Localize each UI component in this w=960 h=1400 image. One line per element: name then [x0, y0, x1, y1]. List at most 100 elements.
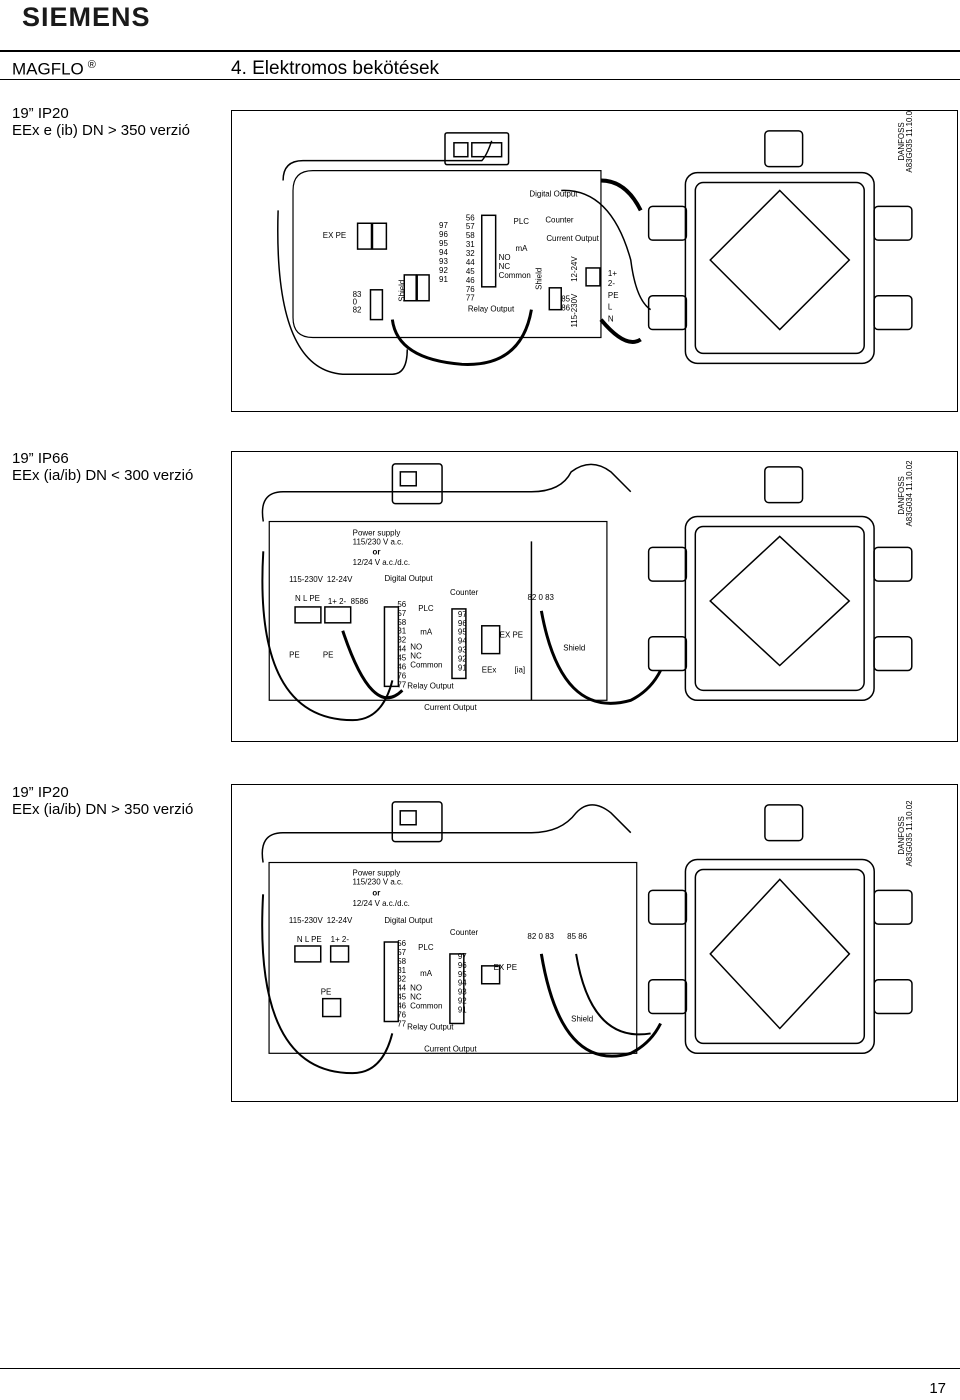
terminal-94: 94: [458, 979, 467, 988]
section-3-label: 19” IP20 EEx (ia/ib) DN > 350 verzió: [12, 784, 193, 818]
terminal-97: 97: [439, 221, 448, 230]
wiring-diagram-3-svg: DANFOSS A83G035 11.10.02 Power supply 11…: [261, 800, 914, 1075]
power-terminal-pe: PE: [608, 291, 619, 300]
terminal-1-2-label: 1+ 2-: [328, 597, 347, 606]
voltage-12-label: 12-24V: [327, 916, 353, 925]
common-label: Common: [499, 271, 531, 280]
terminal-85-86-label: 85 86: [567, 932, 587, 941]
terminal-56: 56: [397, 600, 406, 609]
power-supply-label: Power supply: [353, 528, 401, 537]
section-2-title: 19” IP66: [12, 450, 69, 467]
plc-label: PLC: [514, 217, 530, 226]
power-terminal-n: N: [608, 315, 614, 324]
transmitter-display-icon: [391, 801, 443, 843]
cable-gland-icon: [873, 979, 913, 1015]
terminal-91: 91: [439, 275, 448, 284]
voltage-12-label: 12-24V: [570, 256, 579, 282]
terminal-0: 0: [353, 298, 358, 307]
terminal-31: 31: [397, 627, 406, 636]
sensor-flange-icon: [764, 466, 804, 504]
section-1-title: 19” IP20: [12, 105, 69, 122]
keypad-icon: [453, 142, 469, 158]
terminal-95: 95: [458, 970, 467, 979]
current-output-label: Current Output: [424, 1044, 477, 1053]
wiring-diagram-2-svg: DANFOSS A83G034 11.10.02 Power supply 11…: [261, 460, 914, 722]
nc-label: NC: [499, 262, 511, 271]
shield-label: Shield: [571, 1015, 593, 1024]
ma-label: mA: [516, 244, 529, 253]
digital-output-label: Digital Output: [529, 189, 578, 198]
cable-gland-icon: [647, 979, 688, 1015]
terminal-76: 76: [397, 671, 406, 680]
terminal-58: 58: [397, 957, 406, 966]
wiring-diagram-1-svg: DANFOSS A83G035 11.10.02 EX PE 83 0 82 S…: [277, 111, 914, 375]
nc-label: NC: [410, 652, 422, 661]
sensor-flange-icon: [764, 804, 804, 842]
terminal-77: 77: [397, 680, 406, 689]
power-terminal-l: L: [608, 303, 613, 312]
terminal-57: 57: [397, 609, 406, 618]
terminal-85: 85: [561, 295, 570, 304]
voltage-dc-label: 12/24 V a.c./d.c.: [353, 899, 410, 908]
cable-gland-icon: [647, 295, 688, 331]
terminal-97: 97: [458, 610, 467, 619]
eex-label: EEx: [482, 665, 497, 674]
transmitter-enclosure: [268, 861, 638, 1054]
n-l-pe-label: N L PE: [295, 594, 320, 603]
terminal-58: 58: [466, 231, 475, 240]
terminal-44: 44: [397, 645, 406, 654]
or-label: or: [372, 888, 380, 897]
cable-gland-icon: [873, 546, 913, 582]
no-label: NO: [410, 984, 422, 993]
ma-label: mA: [420, 628, 433, 637]
terminal-82: 82: [353, 306, 362, 315]
terminal-93: 93: [439, 257, 448, 266]
cable-gland-icon: [873, 295, 913, 331]
or-label: or: [373, 547, 381, 556]
terminal-77: 77: [397, 1019, 406, 1028]
nc-label: NC: [410, 993, 422, 1002]
plc-label: PLC: [418, 604, 434, 613]
terminal-32: 32: [397, 975, 406, 984]
terminal-92: 92: [458, 997, 467, 1006]
ia-label: [ia]: [515, 665, 526, 674]
cable-gland-icon: [647, 546, 688, 582]
transmitter-display-icon: [391, 463, 443, 505]
no-label: NO: [410, 643, 422, 652]
stamp-code: A83G035 11.10.02: [905, 800, 914, 867]
shield-label: Shield: [563, 644, 585, 653]
terminal-93: 93: [458, 988, 467, 997]
terminal-95: 95: [458, 628, 467, 637]
terminal-96: 96: [458, 961, 467, 970]
no-label: NO: [499, 253, 511, 262]
wiring-diagram-1: DANFOSS A83G035 11.10.02 EX PE 83 0 82 S…: [231, 110, 958, 412]
terminal-86: 86: [561, 304, 570, 313]
terminal-45: 45: [397, 993, 406, 1002]
shield-label: Shield: [397, 280, 406, 302]
terminal-46: 46: [397, 1002, 406, 1011]
terminal-85-86-label: 8586: [351, 597, 369, 606]
plc-label: PLC: [418, 943, 434, 952]
voltage-115-label: 115-230V: [289, 575, 324, 584]
shield-label-2: Shield: [534, 268, 543, 290]
current-output-label: Current Output: [424, 703, 477, 712]
stamp-text: DANFOSS: [897, 816, 906, 854]
terminal-76: 76: [466, 285, 475, 294]
stamp-text: DANFOSS: [897, 122, 906, 160]
terminal-92: 92: [439, 266, 448, 275]
voltage-ac-label: 115/230 V a.c.: [353, 877, 404, 886]
junction-box: [684, 858, 875, 1055]
terminal-94: 94: [439, 248, 448, 257]
counter-label: Counter: [450, 928, 479, 937]
n-l-pe-label: N L PE: [297, 935, 322, 944]
wiring-diagram-2: DANFOSS A83G034 11.10.02 Power supply 11…: [231, 451, 958, 742]
cable-gland-icon: [873, 635, 913, 672]
digital-output-label: Digital Output: [384, 574, 433, 583]
product-name: MAGFLO®: [12, 59, 96, 80]
voltage-12-label: 12-24V: [327, 575, 353, 584]
cable-gland-icon: [647, 205, 688, 241]
section-1-label: 19” IP20 EEx e (ib) DN > 350 verzió: [12, 105, 190, 139]
counter-label: Counter: [450, 588, 479, 597]
terminal-82-0-83-label: 82 0 83: [527, 932, 554, 941]
wiring-diagram-3: DANFOSS A83G035 11.10.02 Power supply 11…: [231, 784, 958, 1102]
